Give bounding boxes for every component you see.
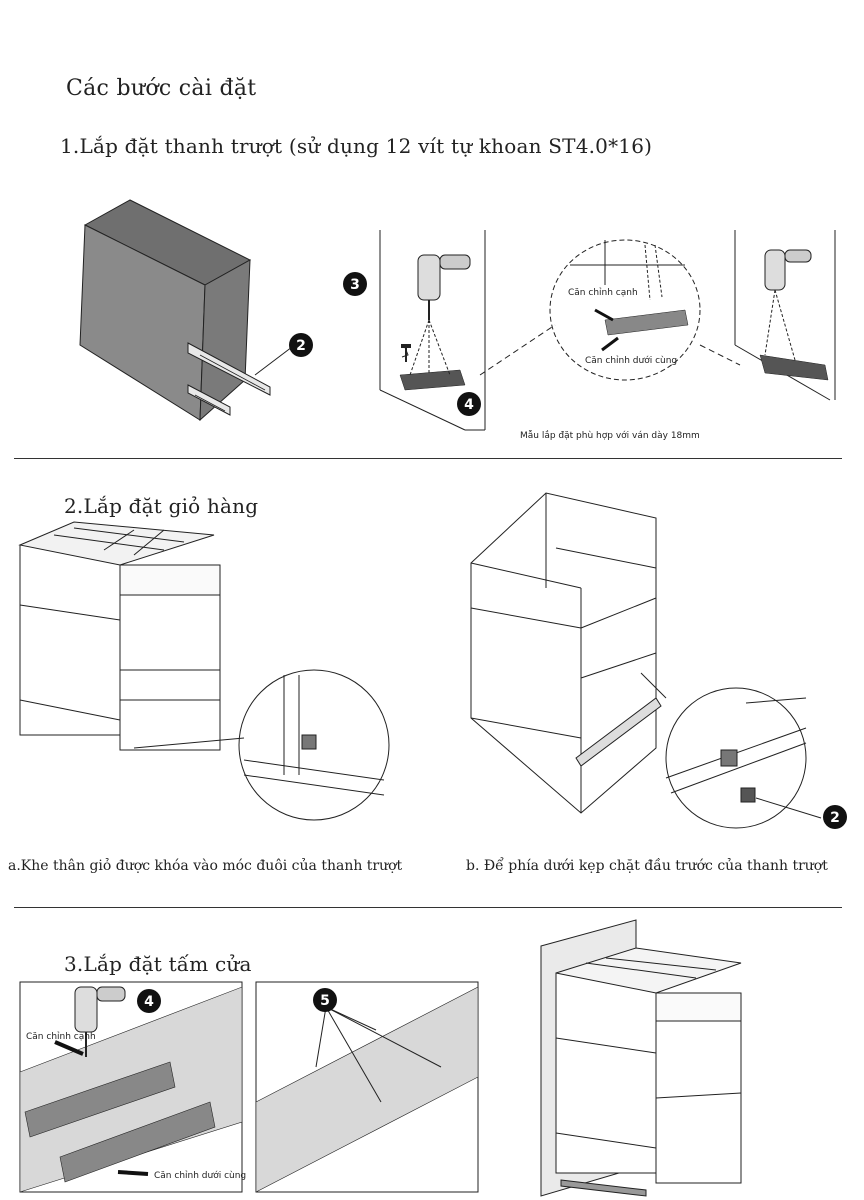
step2-callout-2: 2 xyxy=(823,805,847,829)
panel-thickness-note: Mẫu lắp đặt phù hợp với ván dày 18mm xyxy=(520,430,700,441)
screw-icon xyxy=(401,344,411,362)
step2a-basket-illustration xyxy=(18,521,390,821)
step1-cabinet-illustration xyxy=(79,199,293,422)
step3-finished-cabinet-illustration xyxy=(540,919,742,1197)
step2b-basket-illustration xyxy=(470,492,822,829)
side-align-label: Căn chỉnh cạnh xyxy=(568,287,638,298)
callout-number: 5 xyxy=(320,993,330,1009)
step2-caption-a: a.Khe thân giỏ được khóa vào móc đuôi củ… xyxy=(8,858,403,874)
divider-1 xyxy=(14,458,842,459)
step3-callout-5: 5 xyxy=(313,988,337,1012)
step1-callout-4: 4 xyxy=(457,392,481,416)
step3-screws-panel-illustration xyxy=(255,981,479,1193)
step2-heading: 2.Lắp đặt giỏ hàng xyxy=(64,494,259,518)
bottom-align-label: Căn chỉnh dưới cùng xyxy=(154,1170,246,1181)
callout-number: 2 xyxy=(830,810,840,826)
step2-caption-b: b. Để phía dưới kẹp chặt đầu trước của t… xyxy=(466,858,828,874)
step1-slide-install-illustration: Căn chỉnh cạnh Căn chỉnh dưới cùng Mẫu l… xyxy=(379,230,836,441)
divider-2 xyxy=(14,907,842,908)
callout-number: 4 xyxy=(464,397,474,413)
step1-heading: 1.Lắp đặt thanh trượt (sử dụng 12 vít tự… xyxy=(60,134,653,158)
step1-callout-3: 3 xyxy=(343,272,367,296)
callout-number: 2 xyxy=(296,338,306,354)
step3-heading: 3.Lắp đặt tấm cửa xyxy=(64,952,252,976)
callout-number: 4 xyxy=(144,994,154,1010)
side-align-label: Căn chỉnh cạnh xyxy=(26,1031,96,1042)
step3-drill-panel-illustration: Căn chỉnh cạnh Căn chỉnh dưới cùng xyxy=(19,981,246,1193)
bottom-align-label: Căn chỉnh dưới cùng xyxy=(585,355,677,366)
step3-callout-4: 4 xyxy=(137,989,161,1013)
callout-number: 3 xyxy=(350,277,360,293)
page-title: Các bước cài đặt xyxy=(66,76,257,101)
step1-callout-2: 2 xyxy=(289,333,313,357)
